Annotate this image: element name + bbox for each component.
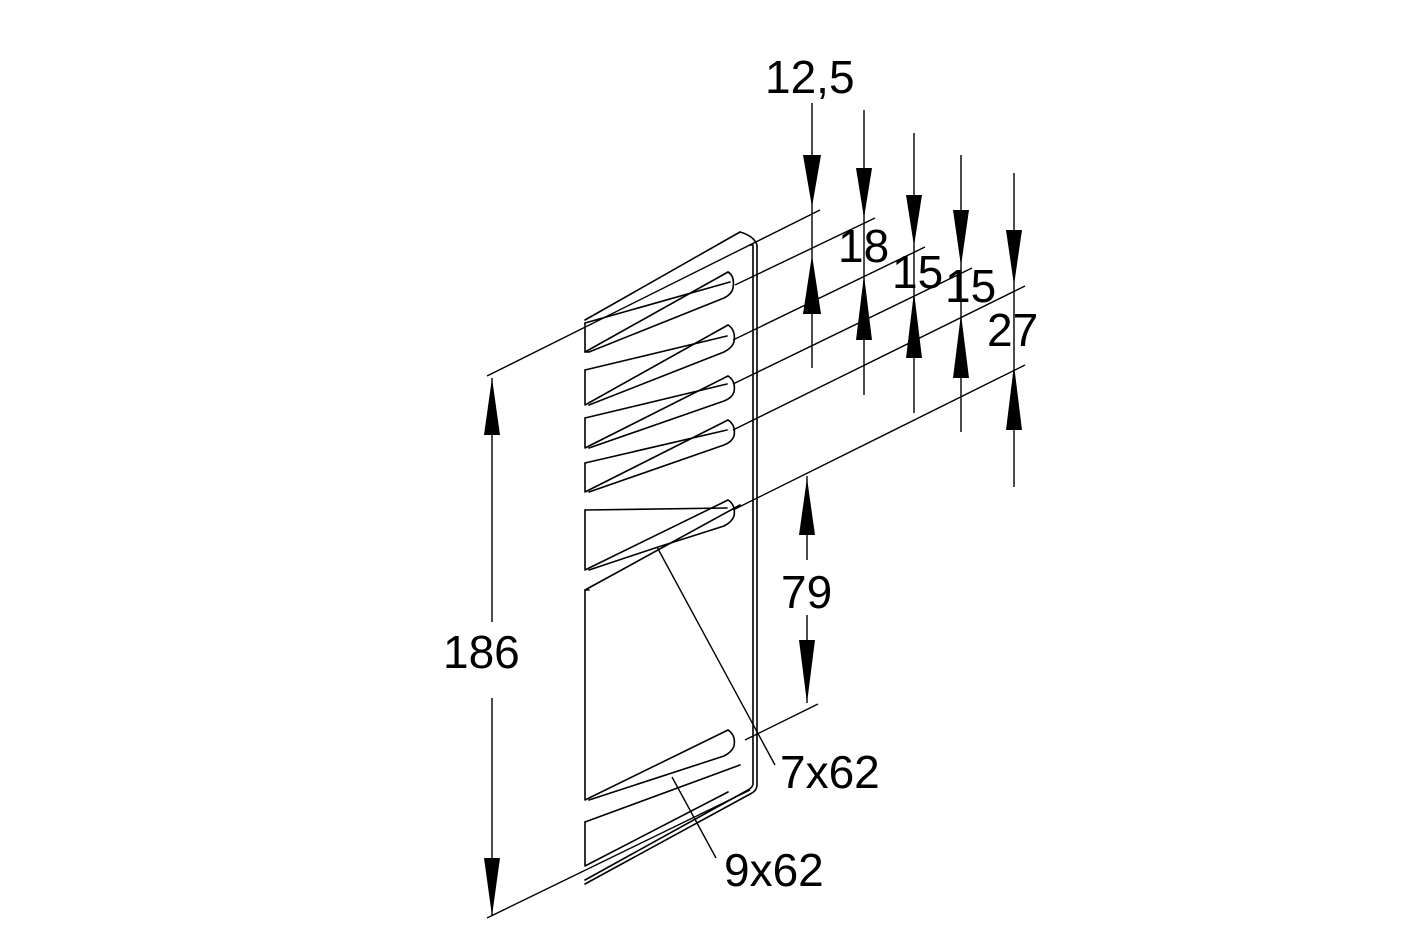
dim-27: 27 bbox=[987, 173, 1038, 487]
dim-12-5-label: 12,5 bbox=[765, 51, 855, 103]
leader-9x62: 9x62 bbox=[671, 776, 824, 896]
dim-79: 79 bbox=[781, 476, 832, 703]
dim-186-label: 186 bbox=[443, 626, 520, 678]
dim-18: 18 bbox=[838, 110, 889, 395]
large-opening bbox=[584, 504, 741, 801]
slot-3 bbox=[584, 375, 736, 449]
dim-18-label: 18 bbox=[838, 220, 889, 272]
part-outline bbox=[584, 231, 758, 885]
dim-15-b: 15 bbox=[945, 155, 996, 432]
dim-186: 186 bbox=[443, 378, 520, 916]
slot-1 bbox=[584, 271, 735, 353]
dim-15b-label: 15 bbox=[945, 260, 996, 312]
dim-15a-label: 15 bbox=[892, 246, 943, 298]
dim-79-label: 79 bbox=[781, 566, 832, 618]
dim-7x62-label: 7x62 bbox=[780, 746, 880, 798]
slot-bottom bbox=[584, 764, 741, 867]
dim-9x62-label: 9x62 bbox=[724, 844, 824, 896]
extension-lines bbox=[486, 209, 1026, 919]
dim-15-a: 15 bbox=[892, 133, 943, 413]
dim-12-5: 12,5 bbox=[765, 51, 855, 368]
slot-5 bbox=[584, 499, 736, 571]
leader-7x62: 7x62 bbox=[656, 546, 880, 798]
dim-27-label: 27 bbox=[987, 304, 1038, 356]
slot-4 bbox=[584, 419, 736, 493]
slot-2 bbox=[584, 324, 736, 406]
